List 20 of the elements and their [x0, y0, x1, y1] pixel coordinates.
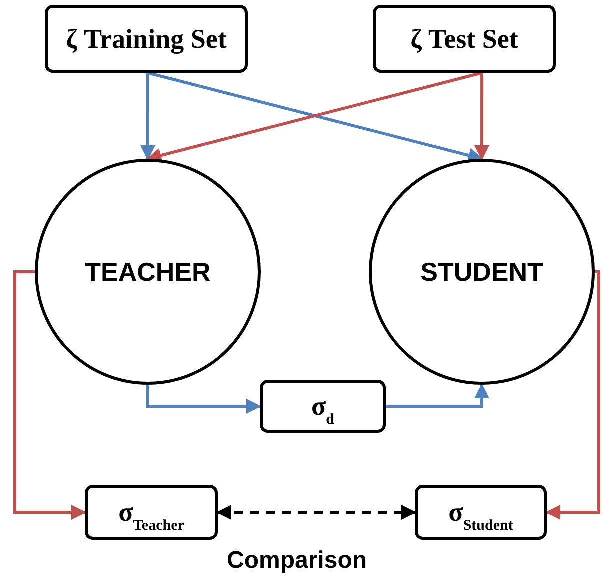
rounded-box	[260, 380, 386, 433]
arrow	[386, 384, 490, 408]
node-label: ζ Test Set	[410, 22, 518, 56]
arrow	[146, 385, 262, 414]
rounded-box	[415, 485, 547, 540]
node-label: σ$_{Teacher}$	[118, 496, 184, 533]
arrow	[140, 73, 156, 160]
node-label: σ$_{Student}$	[448, 496, 514, 533]
node-label: σ$_{d}$	[311, 390, 335, 427]
arrow	[14, 270, 86, 520]
node-label: STUDENT	[420, 256, 544, 288]
rounded-box	[45, 5, 248, 73]
rounded-box	[85, 485, 218, 540]
node-label: ζ Training Set	[66, 22, 227, 56]
node-label: TEACHER	[85, 256, 211, 288]
arrow	[216, 505, 416, 520]
rounded-box	[373, 5, 556, 73]
arrow	[474, 73, 490, 160]
caption-label: Comparison	[227, 546, 368, 576]
arrow	[546, 270, 600, 520]
